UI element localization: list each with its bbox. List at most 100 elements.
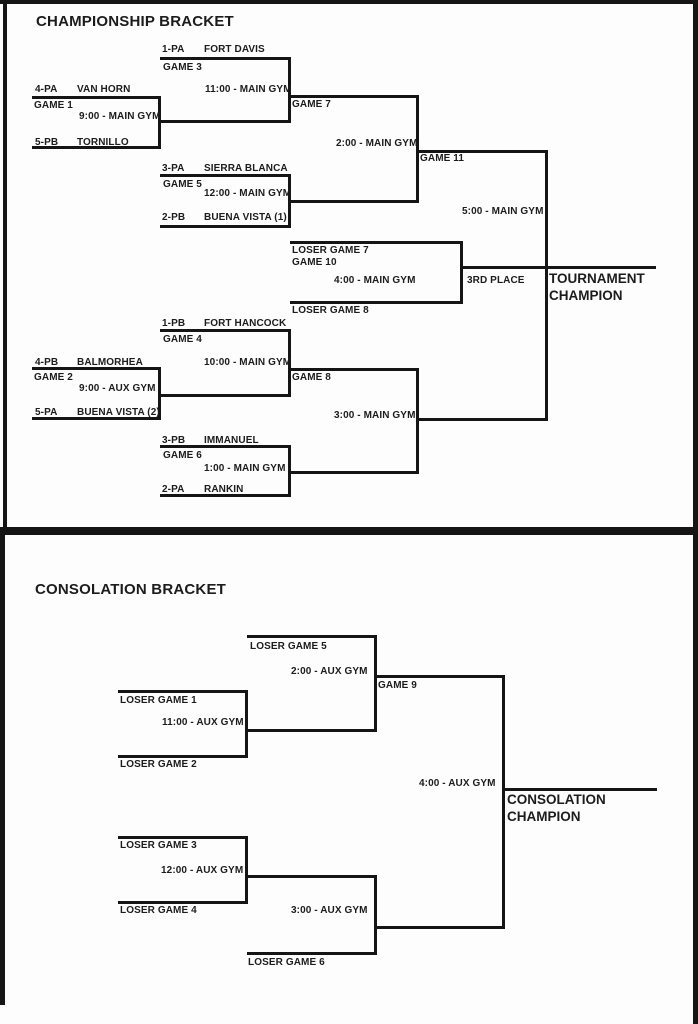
game9-connector (502, 675, 505, 929)
consolation-round1-top-connector (245, 690, 248, 758)
tournament-champion-label-line1: TOURNAMENT (549, 271, 645, 286)
game6-time: 1:00 - MAIN GYM (204, 463, 286, 474)
consolation-semi-top-bottom-line (245, 729, 376, 732)
game4-label: GAME 4 (163, 334, 202, 345)
game10-label: GAME 10 (292, 257, 337, 268)
page-border-left-upper (3, 0, 7, 531)
game7-connector (416, 95, 419, 203)
game6-top-team: IMMANUEL (204, 435, 259, 446)
game1-bottom-seed: 5-PB (35, 137, 59, 148)
game5-bottom-line (160, 225, 291, 228)
consolation-round1-top-bottom-line (118, 755, 248, 758)
game6-label: GAME 6 (163, 450, 202, 461)
consolation-champion-line (503, 788, 657, 791)
game1-top-line (32, 96, 161, 99)
consolation-round1-top-top-line (118, 690, 248, 693)
game5-bottom-team: BUENA VISTA (1) (204, 212, 287, 223)
game7-label: GAME 7 (292, 99, 331, 110)
game9-bottom-line (374, 926, 505, 929)
consolation-round1-top-bottom-source: LOSER GAME 2 (120, 759, 197, 770)
consolation-round1-top-source: LOSER GAME 1 (120, 695, 197, 706)
game10-bottom-line (290, 301, 463, 304)
consolation-champion-label-line2: CHAMPION (507, 809, 581, 824)
game1-time: 9:00 - MAIN GYM (79, 111, 161, 122)
consolation-round1-bottom-source: LOSER GAME 3 (120, 840, 197, 851)
game11-top-line (416, 150, 548, 153)
game3-top-line (160, 57, 291, 60)
game4-top-line (160, 329, 291, 332)
game10-bottom-source: LOSER GAME 8 (292, 305, 369, 316)
consolation-semi-bottom-time: 3:00 - AUX GYM (291, 905, 368, 916)
game3-top-seed: 1-PA (162, 44, 185, 55)
game2-label: GAME 2 (34, 372, 73, 383)
game8-top-line (288, 368, 419, 371)
game5-label: GAME 5 (163, 179, 202, 190)
game6-top-seed: 3-PB (162, 435, 186, 446)
game1-bottom-team: TORNILLO (77, 137, 129, 148)
consolation-round1-top-time: 11:00 - AUX GYM (162, 717, 244, 728)
consolation-semi-bottom-source: LOSER GAME 6 (248, 957, 325, 968)
game5-top-team: SIERRA BLANCA (204, 163, 288, 174)
game4-bottom-line (160, 394, 291, 397)
game10-top-line (290, 241, 463, 244)
game3-time: 11:00 - MAIN GYM (205, 84, 292, 95)
game3-label: GAME 3 (163, 62, 202, 73)
game5-top-line (160, 174, 291, 177)
consolation-round1-bottom-top-line (118, 836, 248, 839)
game1-label: GAME 1 (34, 100, 73, 111)
game5-time: 12:00 - MAIN GYM (204, 188, 292, 199)
game11-connector (545, 150, 548, 421)
game8-connector (416, 368, 419, 474)
game3-top-team: FORT DAVIS (204, 44, 265, 55)
game1-bottom-line (32, 146, 161, 149)
section-divider (0, 527, 698, 535)
consolation-round1-bottom-connector (245, 836, 248, 904)
game1-connector (158, 96, 161, 149)
game7-top-line (288, 95, 419, 98)
game2-time: 9:00 - AUX GYM (79, 383, 156, 394)
consolation-semi-top-time: 2:00 - AUX GYM (291, 666, 368, 677)
game8-time: 3:00 - MAIN GYM (334, 410, 416, 421)
game3-connector (288, 57, 291, 123)
game9-top-line (374, 675, 505, 678)
game10-time: 4:00 - MAIN GYM (334, 275, 416, 286)
game4-top-team: FORT HANCOCK (204, 318, 287, 329)
game9-label: GAME 9 (378, 680, 417, 691)
game8-label: GAME 8 (292, 372, 331, 383)
game10-connector (460, 241, 463, 304)
game2-bottom-line (32, 417, 161, 420)
consolation-round1-bottom-time: 12:00 - AUX GYM (161, 865, 244, 876)
game7-time: 2:00 - MAIN GYM (336, 138, 418, 149)
game10-top-source: LOSER GAME 7 (292, 245, 369, 256)
game11-time: 5:00 - MAIN GYM (462, 206, 544, 217)
page-border-left-lower (0, 535, 5, 1005)
consolation-semi-bottom-top-line (245, 875, 377, 878)
consolation-semi-bottom-connector (374, 875, 377, 955)
game6-bottom-team: RANKIN (204, 484, 244, 495)
game8-bottom-line (288, 471, 419, 474)
tournament-champion-label-line2: CHAMPION (549, 288, 623, 303)
game6-bottom-line (160, 494, 291, 497)
champion-line (461, 266, 656, 269)
consolation-round1-bottom-bottom-line (118, 901, 248, 904)
game4-time: 10:00 - MAIN GYM (204, 357, 292, 368)
game2-bottom-seed: 5-PA (35, 407, 58, 418)
game2-top-line (32, 367, 161, 370)
game3-bottom-line (160, 120, 291, 123)
consolation-semi-top-connector (374, 635, 377, 732)
game11-label: GAME 11 (420, 153, 465, 164)
consolation-semi-top-source: LOSER GAME 5 (250, 641, 327, 652)
game2-top-seed: 4-PB (35, 357, 59, 368)
consolation-champion-label-line1: CONSOLATION (507, 792, 606, 807)
game5-top-seed: 3-PA (162, 163, 185, 174)
game7-bottom-line (288, 200, 419, 203)
consolation-round1-bottom-bottom-source: LOSER GAME 4 (120, 905, 197, 916)
game11-bottom-line (416, 418, 548, 421)
consolation-semi-bottom-bottom-line (247, 952, 377, 955)
page-border-right (693, 0, 698, 1024)
consolation-bracket-title: CONSOLATION BRACKET (35, 581, 227, 598)
championship-bracket-title: CHAMPIONSHIP BRACKET (36, 13, 234, 30)
consolation-semi-top-line (247, 635, 377, 638)
third-place-label: 3RD PLACE (467, 275, 525, 286)
